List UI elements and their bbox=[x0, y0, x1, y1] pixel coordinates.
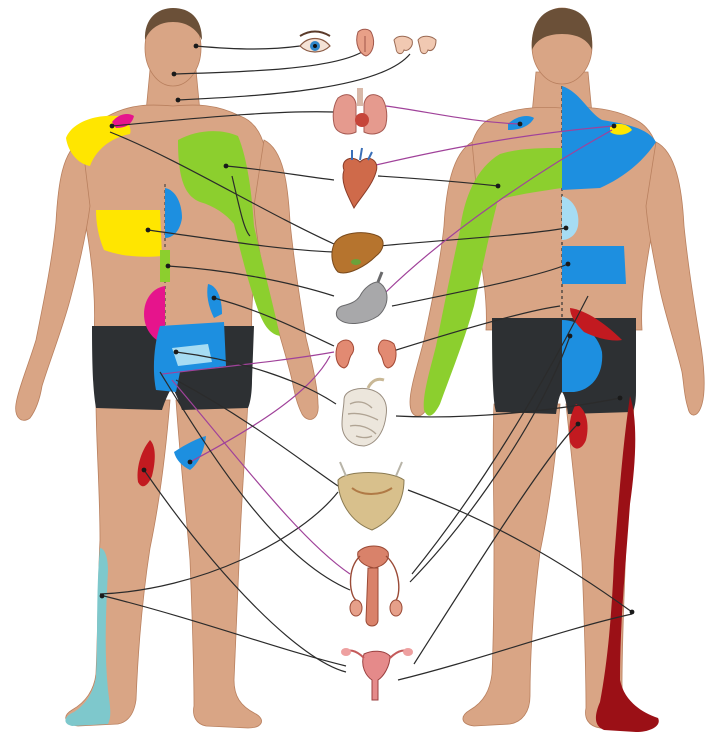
male-reproductive-organs-icon bbox=[350, 546, 402, 626]
stomach-icon bbox=[336, 272, 387, 323]
heart-icon bbox=[343, 148, 377, 208]
eye-icon bbox=[300, 32, 330, 53]
dot bbox=[142, 468, 147, 473]
dot bbox=[564, 226, 569, 231]
lung-heart bbox=[355, 113, 369, 127]
organ-icons bbox=[300, 29, 436, 700]
uterus-body bbox=[363, 651, 390, 700]
tooth-right bbox=[418, 36, 436, 53]
dot bbox=[566, 262, 571, 267]
lung-left bbox=[333, 95, 356, 134]
dot bbox=[176, 98, 181, 103]
eye-brow bbox=[300, 32, 330, 37]
dot bbox=[166, 264, 171, 269]
tongue-icon bbox=[357, 29, 374, 56]
back-arm-right bbox=[646, 142, 704, 415]
dot bbox=[212, 296, 217, 301]
dot bbox=[618, 396, 623, 401]
dot bbox=[100, 594, 105, 599]
esophagus bbox=[378, 272, 382, 282]
liver-icon bbox=[332, 233, 383, 273]
male-shaft bbox=[366, 568, 378, 626]
uterus-icon bbox=[341, 648, 413, 700]
lung-right bbox=[364, 95, 387, 134]
ovary-left bbox=[341, 648, 351, 656]
dot bbox=[110, 124, 115, 129]
tooth-left bbox=[394, 36, 412, 53]
lungs-icon bbox=[333, 88, 387, 134]
front-leg-left bbox=[66, 400, 170, 726]
zone-back-lower-blue-band bbox=[562, 246, 626, 284]
bladder-shape bbox=[338, 473, 404, 531]
line-uterus-front-2 bbox=[144, 470, 346, 672]
dot bbox=[630, 610, 635, 615]
dot bbox=[146, 228, 151, 233]
teeth-icon bbox=[394, 36, 436, 53]
kidney-right bbox=[378, 340, 396, 368]
dot bbox=[576, 422, 581, 427]
dot bbox=[174, 350, 179, 355]
front-arm-left bbox=[16, 140, 90, 420]
line-eye bbox=[196, 46, 300, 49]
trachea bbox=[357, 88, 363, 106]
bladder-icon bbox=[338, 462, 404, 530]
front-body-figure bbox=[16, 70, 319, 728]
liver-shape bbox=[332, 233, 383, 273]
dot bbox=[188, 460, 193, 465]
line-teeth bbox=[178, 54, 410, 100]
dot bbox=[194, 44, 199, 49]
eye-pupil bbox=[313, 44, 317, 48]
dot bbox=[172, 72, 177, 77]
male-testis-left bbox=[350, 600, 362, 616]
line-tongue bbox=[174, 52, 362, 74]
dot bbox=[496, 184, 501, 189]
male-bladder bbox=[358, 546, 389, 568]
zone-front-left-chest-yellow bbox=[96, 210, 162, 257]
kidney-left bbox=[336, 340, 354, 368]
gallbladder bbox=[351, 259, 361, 265]
stomach-shape bbox=[336, 282, 387, 323]
zone-front-left-leg-teal bbox=[65, 548, 110, 726]
ovary-right bbox=[403, 648, 413, 656]
heart-shape bbox=[343, 158, 377, 208]
dot bbox=[518, 122, 523, 127]
male-testis-right bbox=[390, 600, 402, 616]
stomach-top bbox=[368, 379, 384, 388]
dot bbox=[568, 334, 573, 339]
kidneys-icon bbox=[336, 340, 396, 368]
intestines-icon bbox=[342, 379, 386, 446]
dot bbox=[224, 164, 229, 169]
dot bbox=[612, 124, 617, 129]
